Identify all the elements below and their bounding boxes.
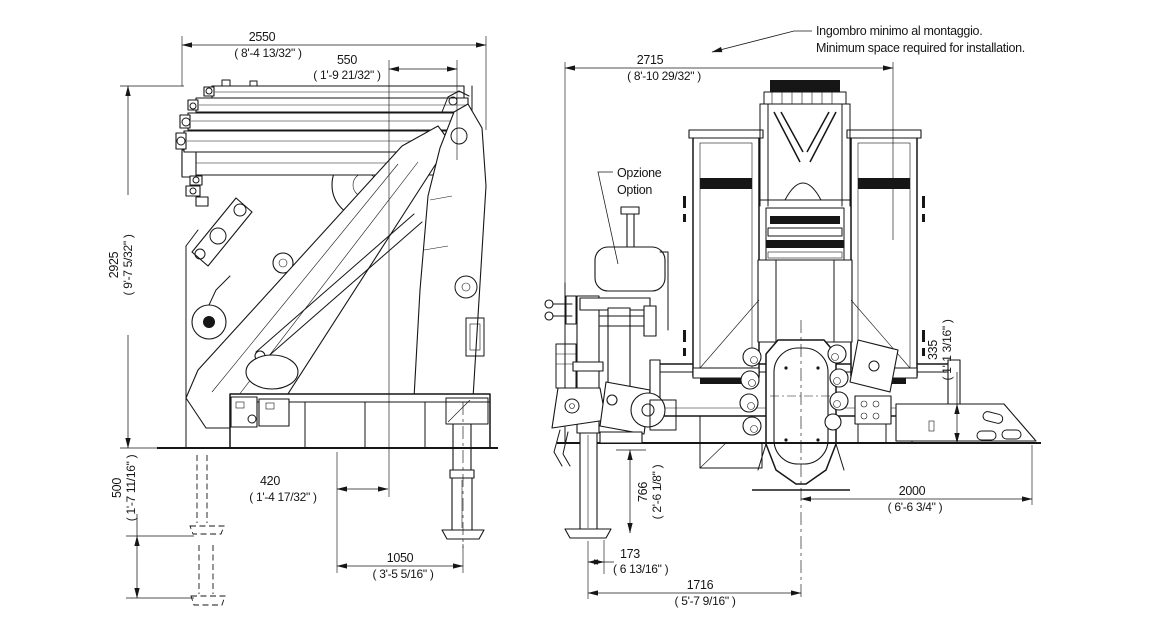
dim-side-overall-width-imperial: ( 8'-4 13/32" ) <box>234 46 302 60</box>
note-installation-line2: Minimum space required for installation. <box>816 41 1025 55</box>
front-view-dimensions: 2715 ( 8'-10 29/32" ) Ingombro minimo al… <box>564 24 1033 608</box>
dim-side-overall-width-mm: 2550 <box>249 30 276 44</box>
dim-side-boom-tip-imperial: ( 1'-9 21/32" ) <box>313 68 381 82</box>
dim-front-leg-height-mm: 766 <box>636 482 650 502</box>
dim-side-stabilizer-offset-mm: 1050 <box>387 551 414 565</box>
dim-side-stabilizer-offset-imperial: ( 3'-5 5/16" ) <box>372 567 433 581</box>
option-label-line2: Option <box>617 183 652 197</box>
dim-front-center-to-edge-imperial: ( 6'-6 3/4" ) <box>888 500 943 514</box>
dim-front-leg-height-imperial: ( 2'-6 1/8" ) <box>650 464 664 519</box>
dim-side-outrigger-extension-mm: 500 <box>110 478 124 498</box>
front-view-crane <box>544 80 1041 600</box>
dim-front-base-height-imperial: ( 1'-1 3/16" ) <box>940 319 954 380</box>
dim-side-mount-offset-imperial: ( 1'-4 17/32" ) <box>249 490 317 504</box>
dim-side-outrigger-extension-imperial: ( 1'-7 11/16" ) <box>124 454 138 521</box>
side-view-crane <box>157 79 498 606</box>
option-label-line1: Opzione <box>617 166 662 180</box>
dim-front-overall-width-mm: 2715 <box>637 53 664 67</box>
side-view-dimensions: 2550 ( 8'-4 13/32" ) 550 ( 1'-9 21/32" )… <box>107 30 487 599</box>
dim-side-boom-tip-mm: 550 <box>337 53 357 67</box>
dim-front-base-height-mm: 335 <box>926 340 940 360</box>
dim-front-leg-to-center-mm: 1716 <box>687 578 714 592</box>
dim-front-overall-width-imperial: ( 8'-10 29/32" ) <box>627 69 701 83</box>
dim-side-overall-height-mm: 2925 <box>107 251 121 278</box>
dim-front-center-to-edge-mm: 2000 <box>899 484 926 498</box>
note-installation-line1: Ingombro minimo al montaggio. <box>816 24 982 38</box>
dim-side-mount-offset-mm: 420 <box>260 474 280 488</box>
dim-front-leg-to-center-imperial: ( 5'-7 9/16" ) <box>674 594 735 608</box>
dim-front-foot-offset-imperial: ( 6 13/16" ) <box>613 562 669 576</box>
dim-front-foot-offset-mm: 173 <box>620 547 640 561</box>
dim-side-overall-height-imperial: ( 9'-7 5/32" ) <box>121 234 135 295</box>
phantom-outrigger <box>189 455 226 606</box>
